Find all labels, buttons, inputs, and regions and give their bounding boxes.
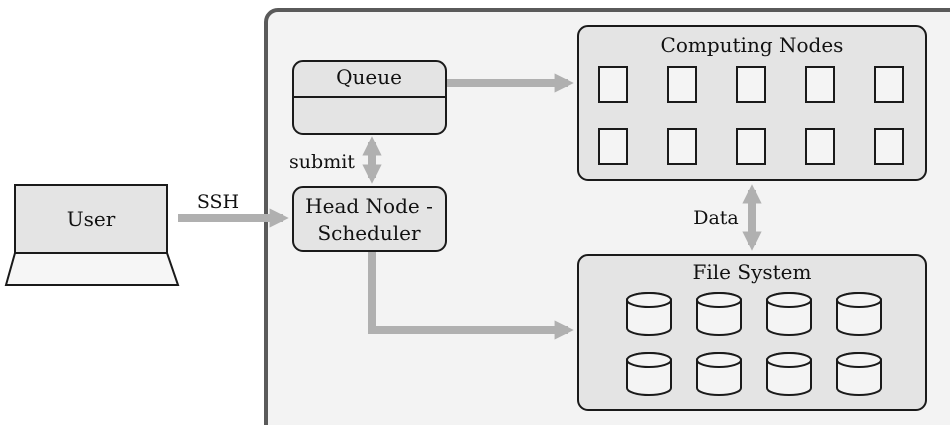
computing-node [874,128,904,165]
computing-nodes-title: Computing Nodes [661,33,844,57]
disk-grid [626,292,882,396]
head-node-line1: Head Node - [305,194,433,218]
file-system-title: File System [693,260,812,284]
laptop-base [4,252,180,286]
disk-icon [626,292,672,336]
user-laptop: User [4,184,180,286]
arrows [178,73,762,340]
user-label: User [67,207,116,231]
head-to-fs-arrow [368,252,574,340]
computing-node [874,66,904,103]
head-node-line2: Scheduler [317,221,421,245]
disk-icon [766,352,812,396]
disk-icon [696,352,742,396]
computing-node [598,128,628,165]
computing-node [805,66,835,103]
computing-node [667,66,697,103]
disk-icon [626,352,672,396]
computing-node [667,128,697,165]
queue-label: Queue [336,65,402,89]
data-label: Data [693,207,739,229]
head-node-box: Head Node - Scheduler [292,186,447,252]
queue-box: Queue [292,60,447,135]
computing-node [736,66,766,103]
computing-nodes-box: Computing Nodes [577,25,927,181]
disk-icon [696,292,742,336]
file-system-box: File System [577,254,927,411]
computing-node [736,128,766,165]
disk-icon [836,292,882,336]
disk-icon [836,352,882,396]
disk-icon [766,292,812,336]
node-grid [598,66,904,165]
laptop-screen [14,184,168,254]
ssh-label: SSH [197,191,239,213]
computing-node [598,66,628,103]
computing-node [805,128,835,165]
submit-label: submit [289,151,355,173]
